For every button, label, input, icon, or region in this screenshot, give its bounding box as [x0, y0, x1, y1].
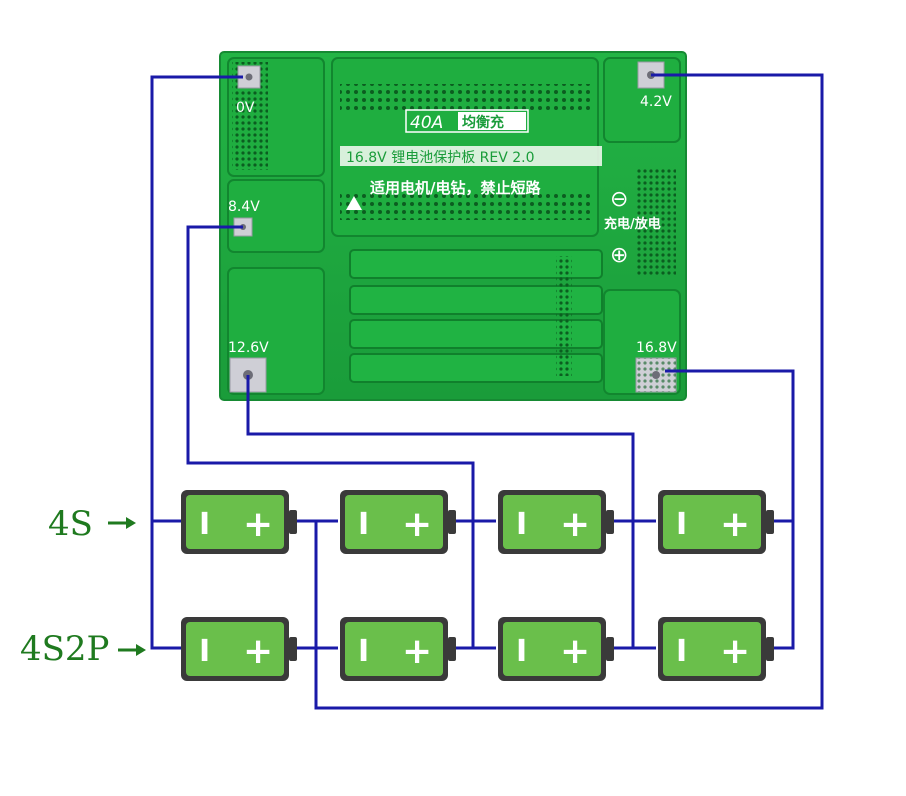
battery-terminal: [289, 510, 297, 534]
battery-minus-icon: I: [358, 634, 369, 669]
pad-label-4-2v: 4.2V: [640, 94, 672, 110]
arrow-icon: [136, 644, 146, 656]
balance-strip: [349, 319, 603, 349]
battery-cell: I+: [340, 617, 456, 681]
battery-terminal: [766, 637, 774, 661]
pad-label-0v: 0V: [236, 100, 255, 116]
minus-symbol: ⊖: [610, 187, 628, 212]
battery-plus-icon: +: [720, 504, 750, 545]
battery-cell: I+: [340, 490, 456, 554]
pcb-region: [227, 179, 325, 253]
battery-cell: I+: [498, 490, 614, 554]
battery-array: I+I+I+I+I+I+I+I+: [181, 490, 774, 681]
row-label-4s-text: 4S: [48, 504, 93, 544]
row-label-4s2p-text: 4S2P: [20, 629, 109, 669]
balance-strip: [349, 353, 603, 383]
wire-16-8v-row2: [770, 521, 795, 650]
balance-strip: [349, 285, 603, 315]
battery-minus-icon: I: [358, 507, 369, 542]
warning-icon: [346, 196, 362, 210]
via-field: [636, 168, 676, 276]
battery-cell: I+: [658, 617, 774, 681]
battery-body: [186, 622, 284, 676]
pad-8-4v: 8.4V: [228, 199, 260, 237]
wire-0v: [150, 75, 243, 523]
battery-plus-icon: +: [560, 504, 590, 545]
battery-terminal: [606, 510, 614, 534]
battery-body: [663, 622, 761, 676]
balance-strip: [349, 249, 603, 279]
battery-body: [345, 495, 443, 549]
battery-plus-icon: +: [243, 631, 273, 672]
battery-minus-icon: I: [516, 634, 527, 669]
battery-body: [503, 495, 601, 549]
pad-16-8v: 16.8V: [635, 340, 677, 393]
row-label-4s2p: 4S2P: [20, 629, 146, 669]
battery-body: [503, 622, 601, 676]
wire-16-8v: [665, 369, 795, 523]
battery-terminal: [289, 637, 297, 661]
rating-label: 40A: [410, 113, 443, 133]
rating-box: [405, 109, 529, 133]
pad-label-8-4v: 8.4V: [228, 199, 260, 215]
rating-suffix: 均衡充: [462, 114, 504, 131]
pad-0v: 0V: [236, 65, 261, 116]
pad-label-16-8v: 16.8V: [636, 340, 677, 356]
battery-plus-icon: +: [402, 504, 432, 545]
battery-minus-icon: I: [516, 507, 527, 542]
balance-strips: [349, 249, 603, 383]
battery-cell: I+: [658, 490, 774, 554]
battery-plus-icon: +: [720, 631, 750, 672]
via-field: [340, 84, 594, 110]
battery-plus-icon: +: [243, 504, 273, 545]
battery-minus-icon: I: [676, 507, 687, 542]
battery-cell: I+: [181, 490, 297, 554]
wire-12-6v: [246, 375, 635, 521]
wire-8-4v: [186, 225, 475, 521]
wiring: [150, 73, 824, 710]
via-field: [340, 192, 594, 220]
via-field: [556, 256, 572, 376]
board-title-bar: [340, 146, 602, 166]
battery-terminal: [448, 510, 456, 534]
pad-hole: [245, 73, 253, 81]
battery-minus-icon: I: [199, 507, 210, 542]
battery-minus-icon: I: [199, 634, 210, 669]
pad-label-12-6v: 12.6V: [228, 340, 269, 356]
pad-hole: [652, 371, 660, 379]
battery-plus-icon: +: [402, 631, 432, 672]
warning-text: 适用电机/电钻，禁止短路: [370, 179, 541, 197]
battery-terminal: [606, 637, 614, 661]
protection-board: 40A 均衡充 16.8V 锂电池保护板 REV 2.0 适用电机/电钻，禁止短…: [219, 51, 687, 401]
wire-0v-row2: [150, 521, 181, 650]
battery-terminal: [766, 510, 774, 534]
battery-body: [663, 495, 761, 549]
charge-discharge-label: 充电/放电: [604, 216, 661, 232]
plus-symbol: ⊕: [610, 243, 628, 268]
battery-plus-icon: +: [560, 631, 590, 672]
row-label-4s: 4S: [48, 504, 136, 544]
battery-body: [345, 622, 443, 676]
battery-cell: I+: [181, 617, 297, 681]
board-title: 16.8V 锂电池保护板 REV 2.0: [346, 150, 535, 166]
battery-minus-icon: I: [676, 634, 687, 669]
rating-suffix-box: [458, 112, 526, 130]
battery-terminal: [448, 637, 456, 661]
battery-cell: I+: [498, 617, 614, 681]
battery-body: [186, 495, 284, 549]
arrow-icon: [126, 517, 136, 529]
